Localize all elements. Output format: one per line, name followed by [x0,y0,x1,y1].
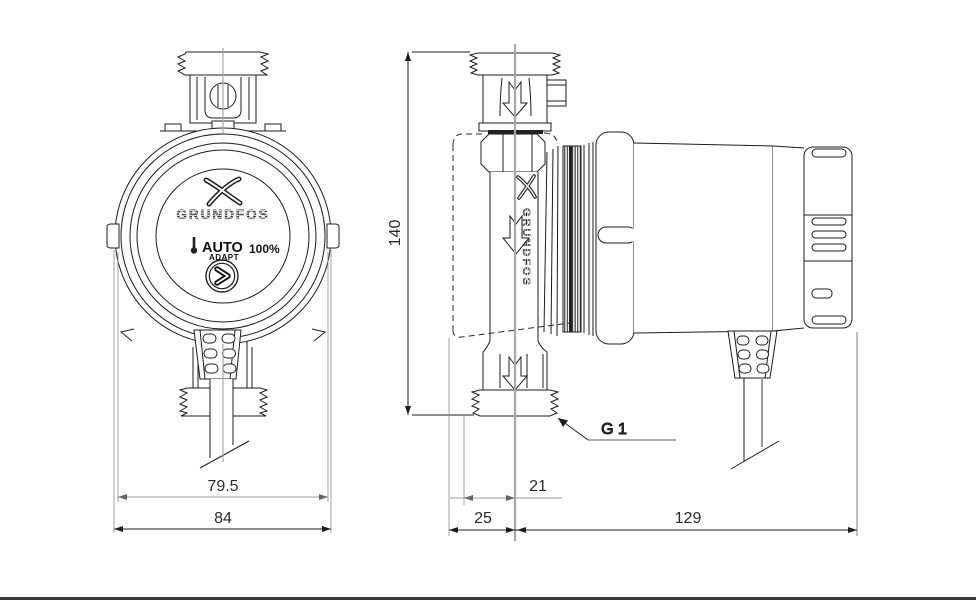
front-left-clip [119,328,135,342]
front-right-tab [326,223,340,249]
vent-slot [811,217,847,226]
front-cable-cut [199,440,250,469]
front-dimensions: 79.5 84 [113,250,332,533]
dim-front-depth: 25 [449,510,515,533]
thread-label-g1: G 1 [601,421,627,438]
side-union-nut [480,133,546,173]
side-dimensions: 140 21 25 129 [387,51,858,536]
side-strain-relief [727,330,778,379]
dim-port-offset: 21 [450,478,562,501]
dim-overall-width: 84 [114,510,331,532]
capacity-label: 100% [249,242,280,256]
dim-height: 140 [387,51,474,416]
side-valve-hex-nub [546,79,567,107]
side-grundfos-logo-icon: GRUNDFOS [516,174,537,287]
dim-port-offset-label: 21 [529,478,547,495]
grundfos-logo-icon [203,176,243,207]
front-left-tab [106,223,120,249]
front-right-clip [311,328,327,342]
autoadapt-sublabel: ADAPT [209,253,239,262]
front-view: GRUNDFOS AUTO ADAPT 100% [106,48,340,469]
thermometer-icon [190,237,198,254]
side-cable [730,378,780,470]
dim-face-width: 79.5 [118,478,328,500]
start-button-icon [205,259,239,293]
vent-slot [811,243,847,252]
front-strain-relief [193,329,242,380]
dim-height-label: 140 [387,220,404,247]
front-brand-label: GRUNDFOS [176,207,269,222]
dim-body-length: 129 [515,510,857,533]
motor-housing [633,142,805,334]
thread-callout: G 1 [557,417,676,441]
dim-front-depth-label: 25 [474,510,492,527]
bottom-edge [0,597,976,600]
vent-slot [811,288,833,299]
dim-face-width-label: 79.5 [207,478,238,495]
side-brand-label: GRUNDFOS [520,208,532,287]
dim-overall-width-label: 84 [214,510,232,527]
vent-slot [811,230,847,239]
dim-body-length-label: 129 [675,510,702,527]
autoadapt-label: AUTO [202,240,243,256]
front-pump-face [114,127,332,345]
motor-end-cap [803,146,853,329]
vent-slot [811,315,847,325]
hidden-outline [452,132,571,338]
vent-slot [811,148,847,158]
side-cable-cut [730,440,780,470]
side-view: GRUNDFOS [452,44,853,541]
front-cable [199,379,250,469]
